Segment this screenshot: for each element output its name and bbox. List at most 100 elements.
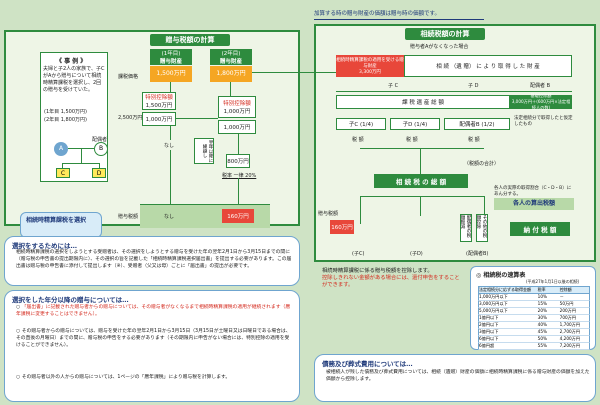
arrow-col1-to-result [170, 150, 171, 208]
taxable-estate-total: 課 税 遺 産 総 額 [336, 95, 510, 109]
rate-table-row: 1,000万円以下 10% － [478, 294, 590, 301]
family-b-role: 配偶者 [92, 137, 108, 143]
legal-share-b: 配偶者B (1/2) [444, 118, 510, 130]
note-after-selection-head: 選択をした年分以降の贈与については… [12, 296, 129, 304]
rate-cell-rate: 55% [537, 343, 547, 348]
bottom-label-b: (配偶者B) [466, 251, 489, 257]
note-debts-head: 債務及び葬式費用については… [322, 360, 413, 368]
row-label-taxable: 課税価格 [118, 74, 139, 80]
remain-box: 1,000万円 [142, 112, 176, 126]
split-b [484, 196, 485, 216]
rate-cell-amount: 6億円以下 [479, 336, 499, 341]
family-node-c: C [56, 168, 70, 178]
inherited-property-bar: 相 続 （遺 贈） に よ り 取 得 し た 財 産 [404, 55, 572, 77]
note-after-item-3: ○ その贈与者以外の人からの贈与については、1ページの「暦年課税」により贈与税を… [16, 375, 231, 380]
rate-cell-deduct: 2,700万円 [559, 329, 581, 334]
family-c-drop [62, 163, 63, 168]
total-deduction: 2,500万円 [118, 115, 143, 121]
example-box [40, 52, 108, 182]
rate-table-title: ◎ 相続税の速算表 [476, 272, 526, 279]
note-after-item-2: ○ その贈与者からの贈与については、贈与を受けた年の翌年2月1日から3月15日（… [16, 329, 291, 348]
rate-table-row: 1億円以下 30% 700万円 [478, 315, 590, 322]
gift-tax-result: 160万円 [222, 209, 254, 223]
other-deduction: その他の税額控除 [476, 214, 488, 242]
per-person-head: 各人の算出税額 [494, 198, 574, 210]
payment-note: 相続時精算課税に係る贈与税額を控除します。 控除しきれない金額がある場合には、還… [322, 268, 460, 288]
rate-cell-deduct: 4,200万円 [559, 336, 581, 341]
rate-cell-deduct: － [559, 294, 564, 299]
paid-gift-tax-box: 160万円 [330, 220, 354, 234]
per-person-note: 各人の実際の取得割合（C・D・B）にあん分する。 [494, 186, 572, 197]
bottom-label-c: (子C) [352, 251, 365, 257]
rate-cell-amount: 5,000万円以下 [479, 308, 508, 313]
top-banner: 加算する時の贈与財産の価額は贈与時の価額です。 [314, 8, 484, 20]
split-row [360, 196, 484, 197]
rate-cell-amount: 1,000万円以下 [479, 294, 508, 299]
arrow-col2-to-taxable [238, 134, 239, 154]
rate-cell-deduct: 700万円 [559, 315, 577, 320]
sum-down [420, 148, 421, 174]
rate-cell-rate: 30% [537, 315, 547, 320]
family-marriage-line [68, 148, 94, 149]
rate-cell-amount: 3,000万円以下 [479, 301, 508, 306]
share-b: 配偶者 B [530, 83, 551, 89]
note-debts [314, 354, 596, 402]
sum-connector [360, 148, 484, 149]
tax-label-d: 税 額 [406, 137, 418, 143]
none-label-1: なし [164, 143, 175, 149]
gift-tax-label: 贈与税額 [118, 214, 139, 220]
paid-gift-tax-label: 贈与税額 [318, 211, 339, 217]
rate-table-sub: (平成27年1月1日以後の相続) [526, 279, 580, 284]
rate-cell-deduct: 7,200万円 [559, 343, 581, 348]
rate-head-amount: 法定相続分に応ずる取得金額 [479, 287, 531, 292]
rate-head-rate: 税率 [537, 287, 546, 292]
bottom-label-d: (子D) [410, 251, 423, 257]
rate-cell-rate: 10% [537, 294, 547, 299]
arrow-col1-carry [176, 118, 218, 119]
legal-share-c: 子C (1/4) [336, 118, 386, 130]
sum-label: （税額の合計） [464, 161, 500, 167]
legal-share-d: 子D (1/4) [390, 118, 440, 130]
arrow-col2-down [230, 82, 231, 96]
col1-amount: 1,500万円 [150, 66, 192, 82]
payment-amount: 納 付 税 額 [510, 222, 570, 236]
col2-header: (2年目)贈与財産 [210, 49, 252, 65]
example-year-2: (2年目 1,800万円) [44, 117, 87, 123]
family-node-d: D [92, 168, 106, 178]
rate-table-row: 5,000万円以下 20% 200万円 [478, 308, 590, 315]
family-node-a: A [54, 142, 68, 156]
family-node-b: B [94, 142, 108, 156]
connector-gift-to-inherit [252, 72, 336, 73]
share-c: 子 C [388, 83, 399, 89]
tax-rate: 税率 一律 20% [222, 173, 257, 179]
example-text: 夫婦と子2人の家族で、子CがAから贈与について相続時精算課税を選択し、2回の贈与… [43, 66, 105, 93]
rate-cell-deduct: 200万円 [559, 308, 577, 313]
gift-tax-title: 贈与税額の計算 [150, 34, 230, 46]
rate-cell-rate: 20% [537, 308, 547, 313]
note-after-selection [4, 290, 300, 402]
family-down-line [81, 149, 82, 163]
rate-cell-rate: 15% [537, 301, 547, 306]
share-row [336, 82, 572, 92]
family-children-line [62, 163, 100, 164]
rate-cell-rate: 45% [537, 329, 547, 334]
note-selection [4, 236, 300, 286]
rate-cell-amount: 2億円以下 [479, 322, 499, 327]
arrow-col1-to-none [170, 126, 171, 140]
split-d [420, 196, 421, 216]
col2-amount: 1,800万円 [210, 66, 252, 82]
inheritance-subtitle: 贈与者Aがなくなった場合 [410, 44, 469, 50]
rate-cell-deduct: 50万円 [559, 301, 574, 306]
tax-label-b: 税 額 [468, 137, 480, 143]
rate-cell-rate: 40% [537, 322, 547, 327]
rate-cell-amount: 1億円以下 [479, 315, 499, 320]
selection-tag-label: 相続時精算課税を選択 [26, 217, 87, 224]
family-d-drop [99, 163, 100, 168]
remain2-box: 1,000万円 [218, 120, 256, 134]
